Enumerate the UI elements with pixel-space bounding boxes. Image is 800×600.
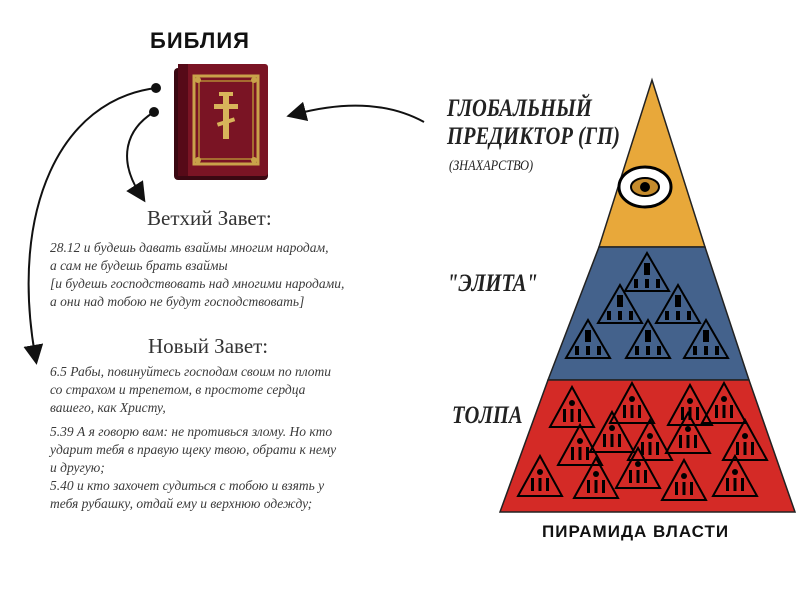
global-predictor-subtitle: (ЗНАХАРСТВО) <box>449 158 534 174</box>
crowd-label: ТОЛПА <box>452 402 523 429</box>
verse-line: 5.39 А я говорю вам: не противься злому.… <box>50 424 333 439</box>
verse-line: со страхом и трепетом, в простоте сердца <box>50 382 306 397</box>
verse-line: ударит тебя в правую щеку твою, обрати к… <box>50 442 337 457</box>
verse-line: вашего, как Христу, <box>50 400 166 415</box>
new-testament-verses: 6.5 Рабы, повинуйтесь господам своим по … <box>50 363 336 513</box>
verse-line: а они над тобою не будут господствовать] <box>50 294 305 309</box>
pyramid-tier-bottom <box>498 379 797 513</box>
new-testament-heading: Новый Завет: <box>148 334 269 358</box>
pyramid-caption: ПИРАМИДА ВЛАСТИ <box>542 522 730 541</box>
verse-line: 5.40 и кто захочет судиться с тобою и вз… <box>50 478 325 493</box>
global-predictor-line: ГЛОБАЛЬНЫЙ <box>447 95 592 122</box>
old-testament-verse: 28.12 и будешь давать взаймы многим наро… <box>50 239 344 311</box>
bible-title: БИБЛИЯ <box>150 28 250 53</box>
verse-line: тебя рубашку, отдай ему и верхнюю одежду… <box>50 496 313 511</box>
old-testament-heading: Ветхий Завет: <box>147 206 272 230</box>
verse-line: 6.5 Рабы, повинуйтесь господам своим по … <box>50 364 332 379</box>
arrow-to-new-testament <box>23 87 157 365</box>
verse-line: и другую; <box>50 460 105 475</box>
bible-book-illustration <box>174 64 268 180</box>
arrow-from-predictor-to-bible <box>286 101 425 123</box>
global-predictor-label: ГЛОБАЛЬНЫЙ ПРЕДИКТОР (ГП) <box>447 95 620 151</box>
eye-icon <box>617 165 673 209</box>
arrow-to-old-testament <box>126 111 155 203</box>
verse-line: [и будешь господствовать над многими нар… <box>50 276 345 291</box>
elite-label: "ЭЛИТА" <box>447 270 538 297</box>
global-predictor-line: ПРЕДИКТОР (ГП) <box>447 123 620 150</box>
verse-line: а сам не будешь брать взаймы <box>50 258 228 273</box>
verse-line: 28.12 и будешь давать взаймы многим наро… <box>50 240 329 255</box>
